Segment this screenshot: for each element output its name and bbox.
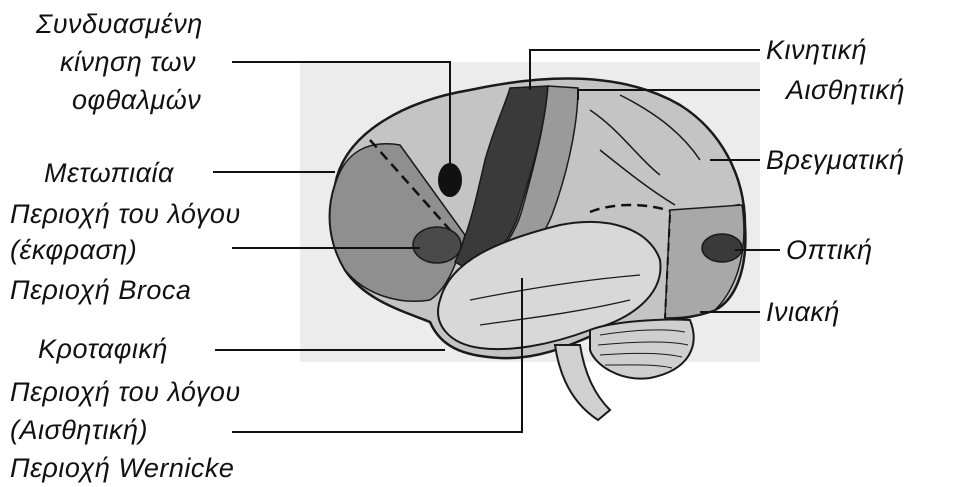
- label-wernicke-line1: Περιοχή του λόγου: [10, 374, 241, 410]
- label-eye-movement-line2: κίνηση των: [60, 44, 196, 80]
- label-temporal: Κροταφική: [38, 331, 168, 367]
- label-wernicke-line2: (Αισθητική): [10, 412, 148, 448]
- label-eye-movement-line1: Συνδυασμένη: [36, 6, 203, 42]
- label-parietal: Βρεγματική: [766, 142, 905, 178]
- label-broca-line2: (έκφραση): [10, 232, 137, 268]
- label-frontal: Μετωπιαία: [44, 155, 174, 191]
- eye-field-marker: [438, 163, 462, 197]
- label-broca-line1: Περιοχή του λόγου: [10, 196, 241, 232]
- label-occipital: Ινιακή: [766, 294, 840, 330]
- label-motor: Κινητική: [766, 32, 867, 68]
- label-sensory: Αισθητική: [786, 72, 905, 108]
- label-broca-line3: Περιοχή Broca: [10, 272, 191, 308]
- visual-area: [702, 234, 742, 262]
- label-eye-movement-line3: οφθαλμών: [72, 82, 201, 118]
- broca-area: [413, 227, 461, 263]
- label-wernicke-line3: Περιοχή Wernicke: [10, 450, 234, 486]
- cerebellum: [590, 319, 694, 378]
- label-visual: Οπτική: [786, 232, 873, 268]
